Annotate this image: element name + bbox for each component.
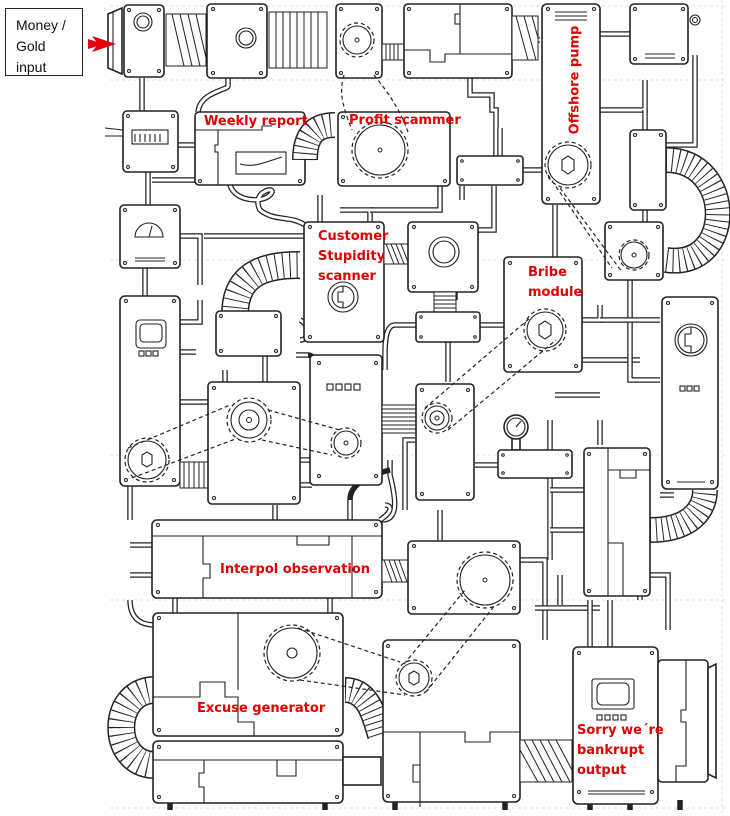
bankrupt-output-label: Sorry we´re bankrupt output	[577, 721, 664, 781]
button-panel-box	[309, 354, 383, 486]
bankrupt-label-line-2: bankrupt	[577, 743, 645, 758]
pulley-box-right	[604, 221, 664, 281]
interpol-observation-label: Interpol observation	[220, 562, 371, 577]
red-input-arrow-icon	[88, 36, 116, 52]
base-unit-left	[152, 740, 344, 804]
spring-coupling-mid	[433, 291, 457, 313]
screw-coupling-mid	[383, 243, 409, 265]
input-funnel	[107, 6, 123, 76]
display-column-left	[119, 295, 181, 487]
scanner-label-line-1: Customer	[318, 229, 389, 244]
pulley-box-top	[335, 3, 383, 79]
flex-hose-left-mid	[221, 251, 301, 316]
manifold-box	[497, 449, 573, 479]
meter-box	[104, 110, 179, 173]
junction-box-top-right	[629, 3, 701, 65]
tall-box-right	[629, 129, 667, 211]
screw-coupling-interpol	[381, 559, 409, 583]
bribe-label-line-2: module	[528, 285, 583, 300]
offshore-pump-label: Offshore pump	[567, 25, 583, 135]
weekly-report-label: Weekly report	[204, 114, 308, 129]
screw-coupling-2	[511, 15, 539, 61]
drum-box	[407, 540, 521, 615]
belt-profit	[341, 74, 409, 133]
spring-coupling-top	[381, 43, 405, 61]
pulley-box-bottom	[382, 639, 521, 807]
bankrupt-label-line-1: Sorry we´re	[577, 723, 664, 738]
excuse-generator-label: Excuse generator	[197, 701, 326, 716]
belt-left	[127, 404, 341, 479]
offshore-pump-label-wrap: Offshore pump	[560, 20, 590, 140]
excuse-generator-unit	[152, 612, 344, 737]
bribe-module-label: Bribe module	[528, 263, 582, 303]
screw-coupling-bottom	[519, 739, 573, 783]
bribe-label-line-1: Bribe	[528, 265, 567, 280]
interpol-observation-unit	[151, 519, 383, 599]
pulley-box-center	[415, 383, 475, 501]
lens-box	[407, 221, 479, 293]
small-box-mid-right	[456, 155, 524, 186]
offshore-pump-unit	[541, 3, 601, 205]
flex-hose-right	[664, 147, 730, 274]
weekly-report-unit	[194, 111, 306, 186]
input-label-line-1: Money /	[16, 17, 66, 33]
screw-coupling-1	[165, 13, 207, 67]
customer-stupidity-scanner-unit	[303, 221, 385, 343]
customer-stupidity-scanner-label: Customer Stupidity scanner	[318, 227, 388, 287]
input-label-line-2: Gold	[16, 38, 46, 54]
spring-coupling-left	[179, 461, 211, 489]
flex-hose-weekly	[292, 112, 336, 161]
tall-cabinet-right	[583, 447, 651, 597]
coupling-base	[342, 756, 382, 786]
belt-bribe	[424, 317, 557, 431]
chamber-box	[206, 3, 268, 79]
scanner-label-line-3: scanner	[318, 269, 376, 284]
small-box-center	[415, 311, 481, 343]
flex-hose-bottom-left	[107, 676, 157, 779]
profit-scammer-label: Profit scammer	[349, 113, 461, 128]
profit-scammer-unit	[337, 111, 451, 187]
intake-box	[123, 4, 165, 78]
output-housing	[657, 659, 717, 783]
bankrupt-label-line-3: output	[577, 763, 627, 778]
bankrupt-output-unit	[572, 646, 659, 805]
belt-offshore	[547, 174, 623, 273]
bellows	[268, 11, 328, 69]
input-label-line-3: input	[16, 59, 47, 75]
pressure-gauge-icon	[503, 414, 529, 451]
control-cabinet-top	[403, 3, 513, 79]
gauge-box	[119, 204, 181, 269]
scanner-label-line-2: Stupidity	[318, 249, 386, 264]
dial-column-right	[661, 296, 719, 490]
pulley-box-left	[207, 381, 301, 505]
flex-hose-right-lower	[649, 489, 718, 543]
spring-coupling-center	[381, 404, 417, 434]
small-box-left-mid	[215, 310, 282, 357]
money-gold-input-label: Money / Gold input	[5, 8, 83, 76]
flex-hose-excuse	[343, 677, 393, 740]
bribe-module-unit	[503, 256, 583, 373]
